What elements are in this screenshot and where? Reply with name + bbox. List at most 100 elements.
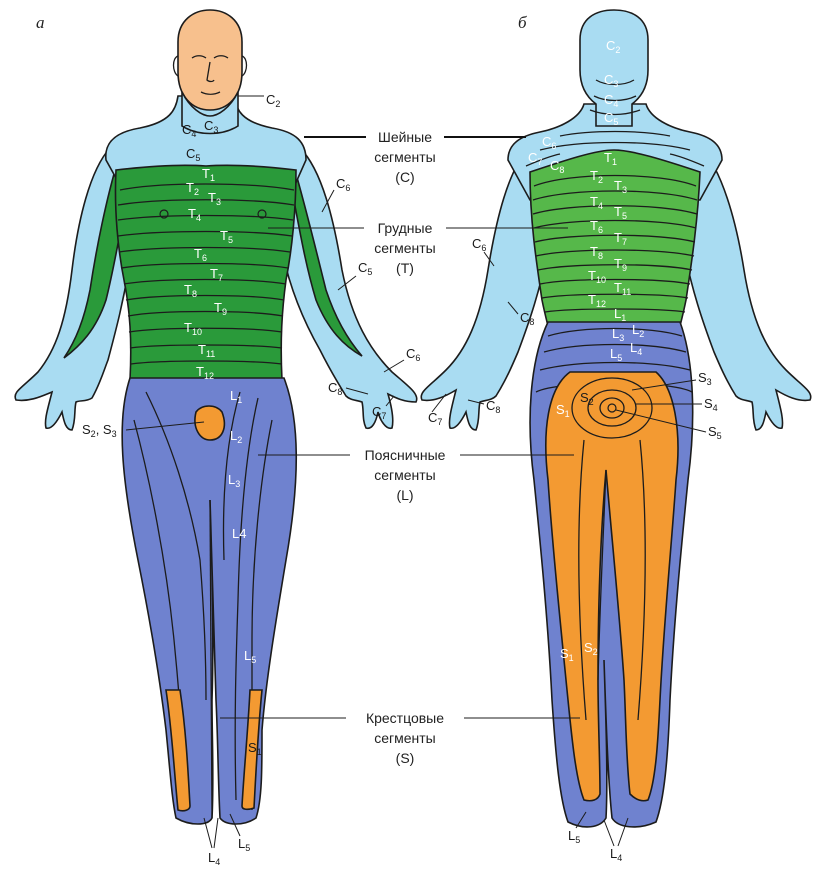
front-head xyxy=(177,9,243,111)
back-label-c8-hand: C8 xyxy=(486,398,500,415)
front-label-c6-hand: C6 xyxy=(406,346,420,363)
front-labels: C2 C3 C4 C5 C6 C5 C6 C8 C7 T1 T2 T3 T4 T… xyxy=(82,92,420,867)
front-label-s1: S1 xyxy=(248,740,262,757)
front-label-t4: T4 xyxy=(188,206,201,223)
front-label-l4: L4 xyxy=(232,526,246,541)
back-label-t6: T6 xyxy=(590,218,603,235)
back-label-c6-arm: C6 xyxy=(472,236,486,253)
front-neck-c3 xyxy=(181,91,239,135)
back-label-l3: L3 xyxy=(612,326,624,343)
front-label-t1: T1 xyxy=(202,166,215,183)
back-label-t7: T7 xyxy=(614,230,627,247)
front-label-l5-foot: L5 xyxy=(238,836,250,853)
caption-cervical: Шейные сегменты (C) xyxy=(304,129,526,185)
front-label-t5: T5 xyxy=(220,228,233,245)
back-label-s3: S3 xyxy=(698,370,712,387)
back-label-c3: C3 xyxy=(604,72,618,89)
back-label-c8: C8 xyxy=(550,158,564,175)
back-label-t2: T2 xyxy=(590,168,603,185)
caption-sacral: Крестцовые сегменты (S) xyxy=(220,710,580,766)
front-label-c3: C3 xyxy=(204,118,218,135)
front-label-t10: T10 xyxy=(184,320,202,337)
panel-label-front: а xyxy=(36,13,45,32)
back-label-t3: T3 xyxy=(614,178,627,195)
back-labels: C2 C3 C4 C5 C6 C7 C8 C6 C8 C7 C8 T1 T2 T… xyxy=(428,38,722,863)
back-left-arm xyxy=(420,144,557,431)
back-label-s1-leg: S1 xyxy=(560,646,574,663)
back-label-c6: C6 xyxy=(542,134,556,151)
front-label-t9: T9 xyxy=(214,300,227,317)
caption-lumbar-line3: (L) xyxy=(396,487,413,503)
front-face-nose xyxy=(206,61,215,83)
back-label-c5: C5 xyxy=(604,110,618,127)
back-label-l4-foot: L4 xyxy=(610,846,622,863)
back-label-t11: T11 xyxy=(614,280,631,297)
caption-sacral-line2: сегменты xyxy=(374,730,436,746)
back-label-t12: T12 xyxy=(588,292,606,309)
back-label-l5: L5 xyxy=(610,346,622,363)
back-label-l2: L2 xyxy=(632,322,644,339)
back-sacral-rings xyxy=(571,377,653,721)
front-body-figure xyxy=(14,9,418,825)
caption-lumbar-line2: сегменты xyxy=(374,467,436,483)
front-label-c2: C2 xyxy=(266,92,280,109)
front-label-c5-right: C5 xyxy=(358,260,372,277)
front-thoracic-band-lines xyxy=(117,183,295,365)
caption-thoracic-line1: Грудные xyxy=(378,220,433,236)
front-label-l5: L5 xyxy=(244,648,256,665)
panel-label-back: б xyxy=(518,13,527,32)
front-label-t8: T8 xyxy=(184,282,197,299)
back-label-t4: T4 xyxy=(590,194,603,211)
back-label-s1: S1 xyxy=(556,402,570,419)
back-label-t1: T1 xyxy=(604,150,617,167)
caption-thoracic-line3: (T) xyxy=(396,260,414,276)
front-label-l4-foot: L4 xyxy=(208,850,220,867)
caption-sacral-line3: (S) xyxy=(396,750,415,766)
front-label-t2: T2 xyxy=(186,180,199,197)
caption-cervical-line1: Шейные xyxy=(378,129,432,145)
back-label-c2: C2 xyxy=(606,38,620,55)
caption-cervical-line2: сегменты xyxy=(374,149,436,165)
back-label-c8-arm: C8 xyxy=(520,310,534,327)
front-label-t3: T3 xyxy=(208,190,221,207)
front-right-calf-sacral xyxy=(241,689,263,811)
front-label-l3: L3 xyxy=(228,472,240,489)
front-label-t7: T7 xyxy=(210,266,223,283)
front-face-ear-right xyxy=(241,55,248,77)
front-right-nipple xyxy=(257,209,267,219)
back-label-t5: T5 xyxy=(614,204,627,221)
front-label-t12: T12 xyxy=(196,364,214,381)
front-legs xyxy=(121,377,298,825)
back-thoracic-band-lines xyxy=(532,174,698,313)
back-right-arm xyxy=(675,144,812,431)
back-label-s4: S4 xyxy=(704,396,718,413)
back-label-c7-hand: C7 xyxy=(428,410,442,427)
caption-lumbar: Поясничные сегменты (L) xyxy=(258,447,574,503)
back-label-c4: C4 xyxy=(604,92,618,109)
caption-sacral-line1: Крестцовые xyxy=(366,710,444,726)
back-label-s5: S5 xyxy=(708,424,722,441)
front-label-c5: C5 xyxy=(186,146,200,163)
front-label-t11: T11 xyxy=(198,342,215,359)
front-label-l2: L2 xyxy=(230,428,242,445)
back-label-l4: L4 xyxy=(630,340,642,357)
caption-cervical-line3: (C) xyxy=(395,169,414,185)
back-label-t9: T9 xyxy=(614,256,627,273)
front-face-mouth xyxy=(200,91,221,95)
back-label-s2: S2 xyxy=(580,390,594,407)
back-label-l5-foot: L5 xyxy=(568,828,580,845)
front-label-c8: C8 xyxy=(328,380,342,397)
front-label-c7: C7 xyxy=(372,404,386,421)
caption-lumbar-line1: Поясничные xyxy=(365,447,446,463)
back-label-l1: L1 xyxy=(614,306,626,323)
front-left-calf-sacral xyxy=(165,689,191,812)
front-right-arm xyxy=(277,146,418,430)
back-torso-thoracic xyxy=(529,149,701,327)
back-label-t8: T8 xyxy=(590,244,603,261)
caption-thoracic: Грудные сегменты (T) xyxy=(268,220,568,276)
back-label-s2-leg: S2 xyxy=(584,640,598,657)
front-groin-sacral xyxy=(194,405,226,441)
front-label-c4: C4 xyxy=(182,122,196,139)
front-label-s2-s3: S2, S3 xyxy=(82,422,117,439)
